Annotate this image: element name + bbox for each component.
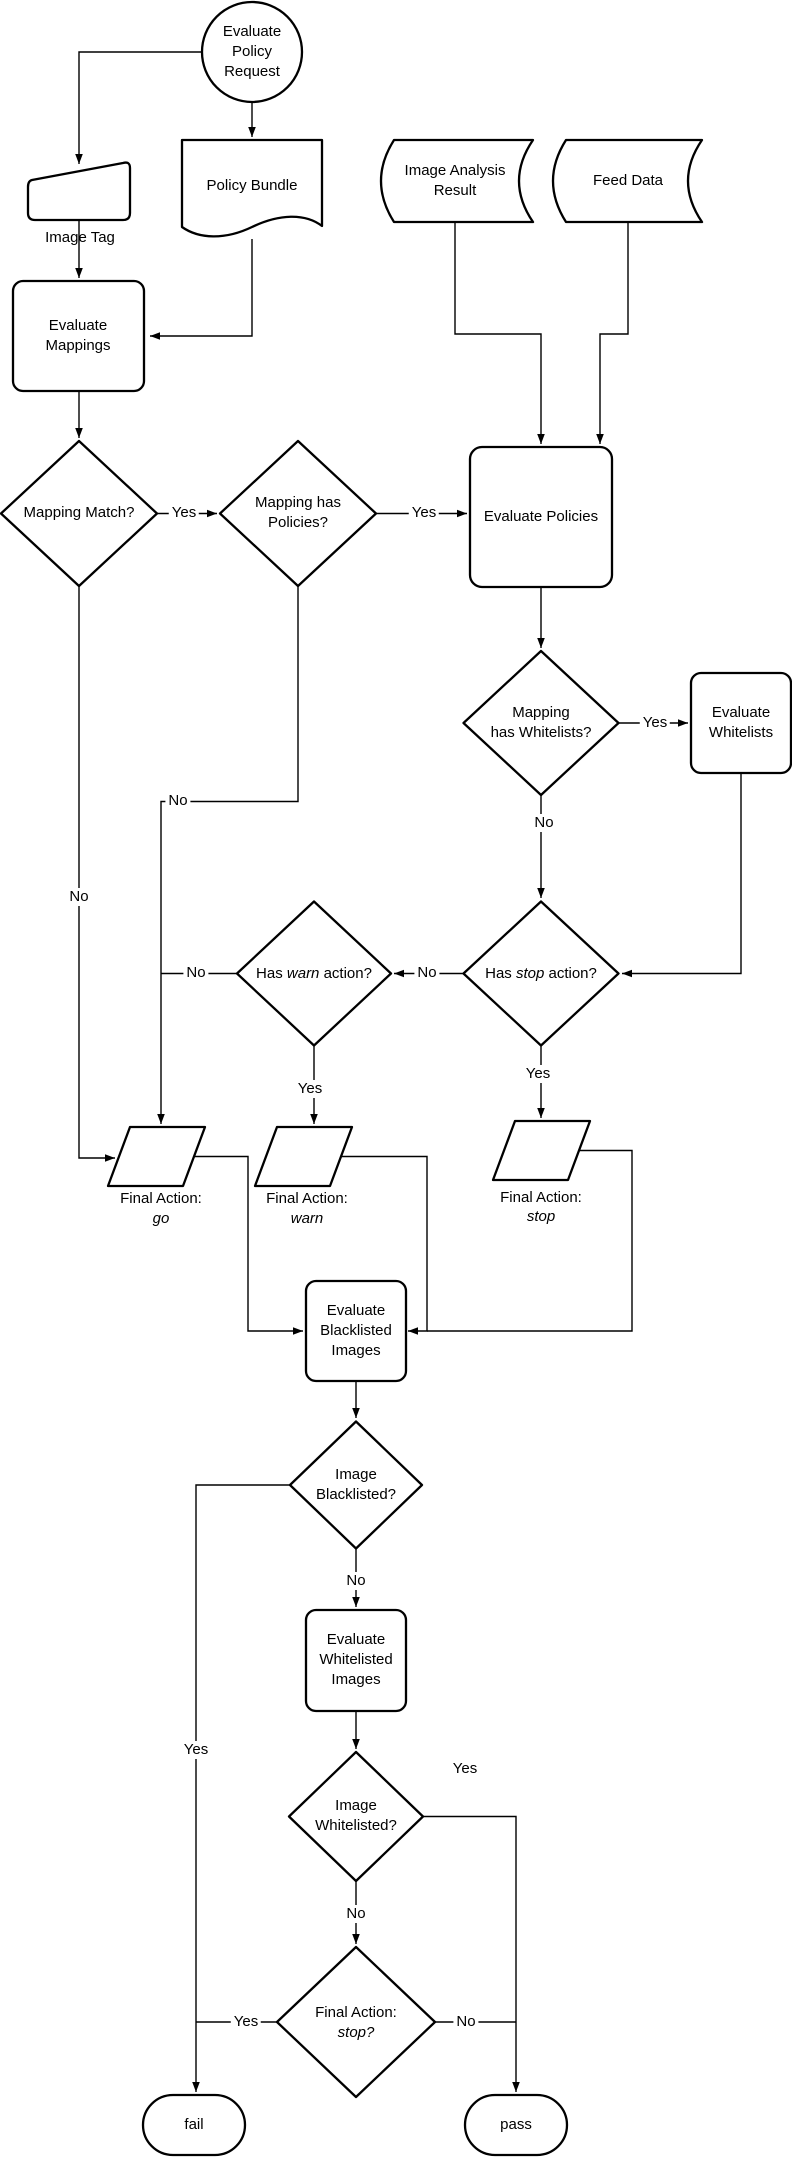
edge-mapping-match-no (78, 586, 115, 1162)
edge-label-mapping-policies-yes: Yes (408, 504, 440, 522)
mapping-has-whitelists-label: Mapping has Whitelists? (490, 704, 592, 741)
feed-data-shape (551, 138, 704, 224)
edge-feed-data-to-evaluate-policies (596, 222, 629, 444)
final-action-stop-q-label-line1: Final Action: (315, 2004, 397, 2021)
fail-terminator-shape (141, 2093, 247, 2157)
edges (75, 51, 742, 2092)
edge-label-warn-no: No (183, 964, 209, 982)
image-tag-shape (26, 161, 132, 222)
image-blacklisted-diamond (288, 1420, 424, 1550)
evaluate-blacklisted-images-label: Evaluate Blacklisted Images (320, 1302, 392, 1359)
policy-bundle-shape (180, 138, 324, 238)
edge-mapping-policies-no (157, 586, 299, 1124)
edge-label-mapping-match-yes: Yes (168, 504, 200, 522)
edge-label-whitelisted-no: No (343, 1905, 369, 1923)
image-whitelisted-label: Image Whitelisted? (315, 1797, 397, 1834)
evaluate-whitelists-label: Evaluate Whitelists (708, 704, 774, 741)
edge-label-whitelisted-yes: Yes (449, 1760, 481, 1778)
fail-label: fail (184, 2116, 204, 2133)
final-action-stop-label-line1: Final Action: (500, 1189, 582, 1206)
start-label: Evaluate Policy Request (222, 23, 282, 80)
final-action-stop-shape (491, 1119, 592, 1182)
edge-go-to-blacklisted (194, 1155, 303, 1335)
image-whitelisted-diamond (287, 1750, 425, 1883)
final-action-warn-shape (253, 1125, 354, 1188)
has-warn-action-diamond (235, 900, 393, 1047)
mapping-has-whitelists-diamond (462, 649, 620, 797)
evaluate-policies-shape (468, 445, 614, 589)
edge-policy-bundle-to-evaluate-mappings (150, 239, 253, 340)
mapping-match-diamond (0, 439, 159, 588)
edge-label-whitelists-no: No (531, 814, 557, 832)
edge-label-final-stop-yes: Yes (230, 2013, 262, 2031)
edge-label-mapping-policies-no: No (165, 792, 191, 810)
edge-label-warn-yes: Yes (294, 1080, 326, 1098)
evaluate-policies-label: Evaluate Policies (483, 508, 599, 525)
mapping-has-policies-diamond (218, 439, 378, 588)
final-action-go-label-line2: go (152, 1210, 170, 1227)
has-warn-action-label: Has warn action? (256, 965, 372, 982)
mapping-match-label: Mapping Match? (23, 504, 135, 521)
evaluate-whitelisted-images-shape (304, 1608, 408, 1713)
edge-label-stop-no: No (414, 964, 440, 982)
evaluate-mappings-label: Evaluate Mappings (45, 317, 111, 354)
edge-warn-to-blacklisted (341, 1155, 428, 1335)
evaluate-whitelists-shape (689, 671, 792, 775)
final-action-go-label-line1: Final Action: (120, 1190, 202, 1207)
final-action-warn-label-line1: Final Action: (266, 1190, 348, 1207)
edge-label-blacklisted-yes: Yes (180, 1741, 212, 1759)
pass-label: pass (500, 2116, 532, 2133)
image-blacklisted-label: Image Blacklisted? (315, 1466, 397, 1503)
evaluate-mappings-shape (11, 279, 146, 393)
final-action-stop-label-line2: stop (526, 1208, 556, 1225)
mapping-has-policies-label: Mapping has Policies? (255, 494, 341, 531)
final-action-stop-q-label-line2: stop? (337, 2024, 375, 2041)
edge-stop-to-blacklisted (427, 1149, 633, 1332)
pass-terminator-shape (463, 2093, 569, 2157)
evaluate-blacklisted-images-shape (304, 1279, 408, 1383)
edge-whitelisted-yes-to-pass (423, 1815, 520, 2092)
edge-label-final-stop-no: No (453, 2013, 479, 2031)
final-action-stop-q-diamond (275, 1945, 437, 2099)
has-stop-action-diamond (462, 900, 620, 1047)
feed-data-label: Feed Data (592, 172, 664, 189)
edge-label-mapping-match-no: No (66, 888, 92, 906)
edge-evaluate-whitelists-to-stop-q (622, 773, 742, 978)
has-stop-action-label: Has stop action? (485, 965, 597, 982)
image-tag-label: Image Tag (45, 229, 115, 246)
image-analysis-result-label: Image Analysis Result (404, 162, 506, 199)
edge-image-analysis-to-evaluate-policies (454, 222, 545, 444)
edge-label-blacklisted-no: No (343, 1572, 369, 1590)
evaluate-whitelisted-images-label: Evaluate Whitelisted Images (319, 1631, 393, 1688)
policy-bundle-label: Policy Bundle (206, 177, 298, 194)
start-circle-shape (200, 0, 304, 104)
image-analysis-result-shape (379, 138, 535, 224)
edge-label-whitelists-yes: Yes (639, 714, 671, 732)
edge-start-to-image-tag (75, 51, 202, 164)
edge-label-stop-yes: Yes (522, 1065, 554, 1083)
final-action-go-shape (106, 1125, 207, 1188)
final-action-warn-label-line2: warn (290, 1210, 324, 1227)
edge-blacklisted-yes-to-fail (192, 1484, 291, 2092)
